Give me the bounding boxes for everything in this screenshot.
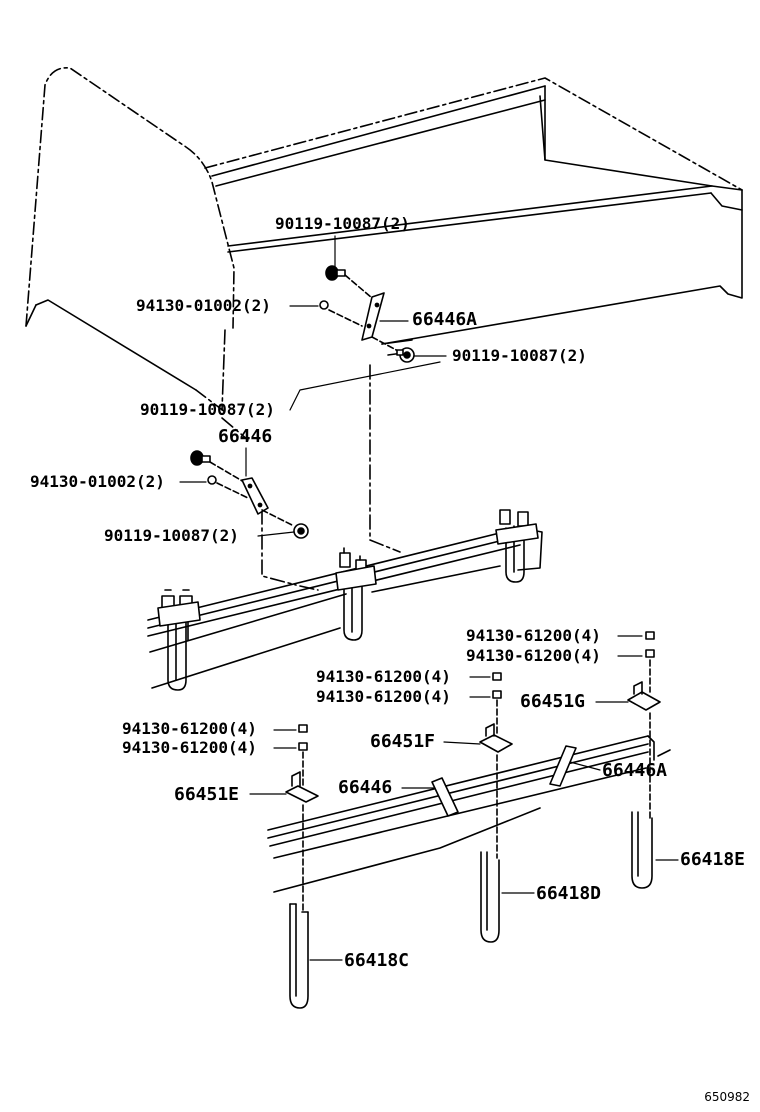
label-bolt-upper-2: 90119-10087(2) xyxy=(452,346,587,365)
label-plate-66451f: 66451F xyxy=(370,731,436,752)
label-u-bolt-66418c: 66418C xyxy=(344,950,410,971)
lower-parts xyxy=(285,631,661,1009)
upper-u-bolts xyxy=(157,509,539,691)
label-nut-f-2: 94130-61200(4) xyxy=(316,687,451,706)
label-bolt-lower-2: 90119-10087(2) xyxy=(104,526,239,545)
upper-leaf-spring xyxy=(147,527,543,689)
label-nut-upper: 94130-01002(2) xyxy=(136,296,271,315)
label-u-bolt-66418d: 66418D xyxy=(536,883,602,904)
label-plate-66451e: 66451E xyxy=(174,784,240,805)
label-u-bolt-66418e: 66418E xyxy=(680,849,746,870)
lower-bracket-group xyxy=(190,450,309,539)
label-nut-g-2: 94130-61200(4) xyxy=(466,646,601,665)
lower-leaf-spring xyxy=(267,735,671,893)
label-bracket-66446a-upper: 66446A xyxy=(412,309,478,330)
upper-bracket-group xyxy=(319,265,415,363)
truck-bed-outline xyxy=(25,67,743,413)
label-bracket-66446-upper: 66446 xyxy=(218,426,273,447)
label-nut-f-1: 94130-61200(4) xyxy=(316,667,451,686)
label-bolt-lower-1: 90119-10087(2) xyxy=(140,400,275,419)
phantom-lines xyxy=(221,329,411,591)
label-plate-66451g: 66451G xyxy=(520,691,586,712)
leader-lines xyxy=(179,235,679,961)
label-nut-e-1: 94130-61200(4) xyxy=(122,719,257,738)
label-nut-e-2: 94130-61200(4) xyxy=(122,738,257,757)
label-bolt-upper-1: 90119-10087(2) xyxy=(275,214,410,233)
label-bracket-66446-lower: 66446 xyxy=(338,777,393,798)
label-nut-g-1: 94130-61200(4) xyxy=(466,626,601,645)
figure-number: 650982 xyxy=(704,1090,750,1104)
label-nut-lower: 94130-01002(2) xyxy=(30,472,165,491)
label-bracket-66446a-lower: 66446A xyxy=(602,760,668,781)
